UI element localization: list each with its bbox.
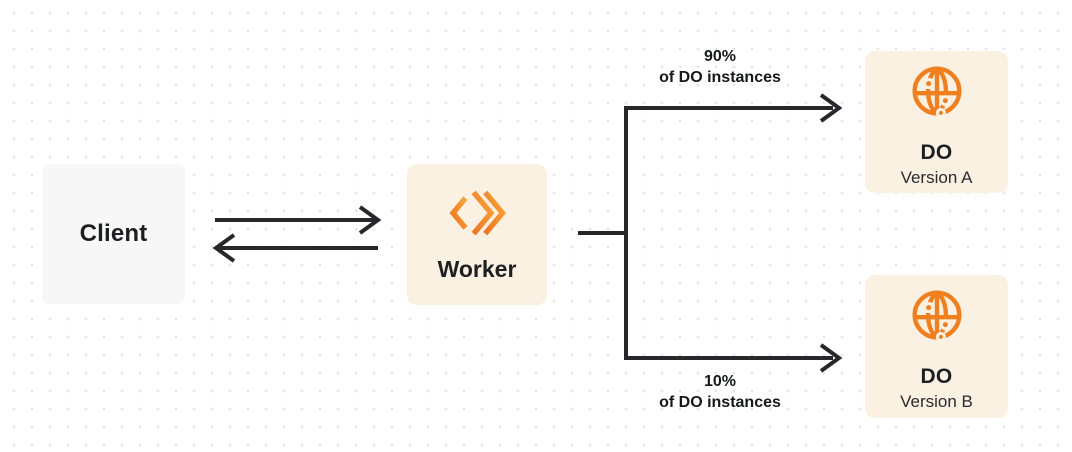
route-label-version-b: 10% of DO instances bbox=[620, 371, 820, 413]
client-label: Client bbox=[79, 220, 148, 247]
do-a-title: DO bbox=[920, 141, 953, 164]
do-b-title: DO bbox=[920, 365, 953, 388]
route-b-caption: of DO instances bbox=[659, 394, 781, 411]
arrow-worker-to-client-head bbox=[212, 233, 236, 263]
do-version-a-node: DO Version A bbox=[865, 51, 1008, 193]
arrow-client-to-worker-head bbox=[358, 205, 382, 235]
do-b-subtitle: Version B bbox=[900, 392, 973, 411]
do-a-subtitle: Version A bbox=[900, 168, 973, 187]
client-node: Client bbox=[42, 164, 185, 304]
branch-line bbox=[624, 106, 833, 360]
durable-object-globe-icon bbox=[912, 290, 961, 342]
route-a-caption: of DO instances bbox=[659, 69, 781, 86]
durable-object-globe-icon bbox=[912, 66, 961, 118]
route-label-version-a: 90% of DO instances bbox=[620, 46, 820, 88]
workers-chevrons-icon bbox=[449, 190, 507, 236]
worker-node: Worker bbox=[407, 164, 547, 305]
do-version-b-node: DO Version B bbox=[865, 275, 1008, 418]
route-a-percent: 90% bbox=[703, 48, 737, 65]
arrow-to-version-a-head bbox=[819, 93, 843, 123]
arrow-to-version-b-head bbox=[819, 343, 843, 373]
worker-label: Worker bbox=[437, 256, 517, 282]
route-b-percent: 10% bbox=[703, 373, 737, 390]
